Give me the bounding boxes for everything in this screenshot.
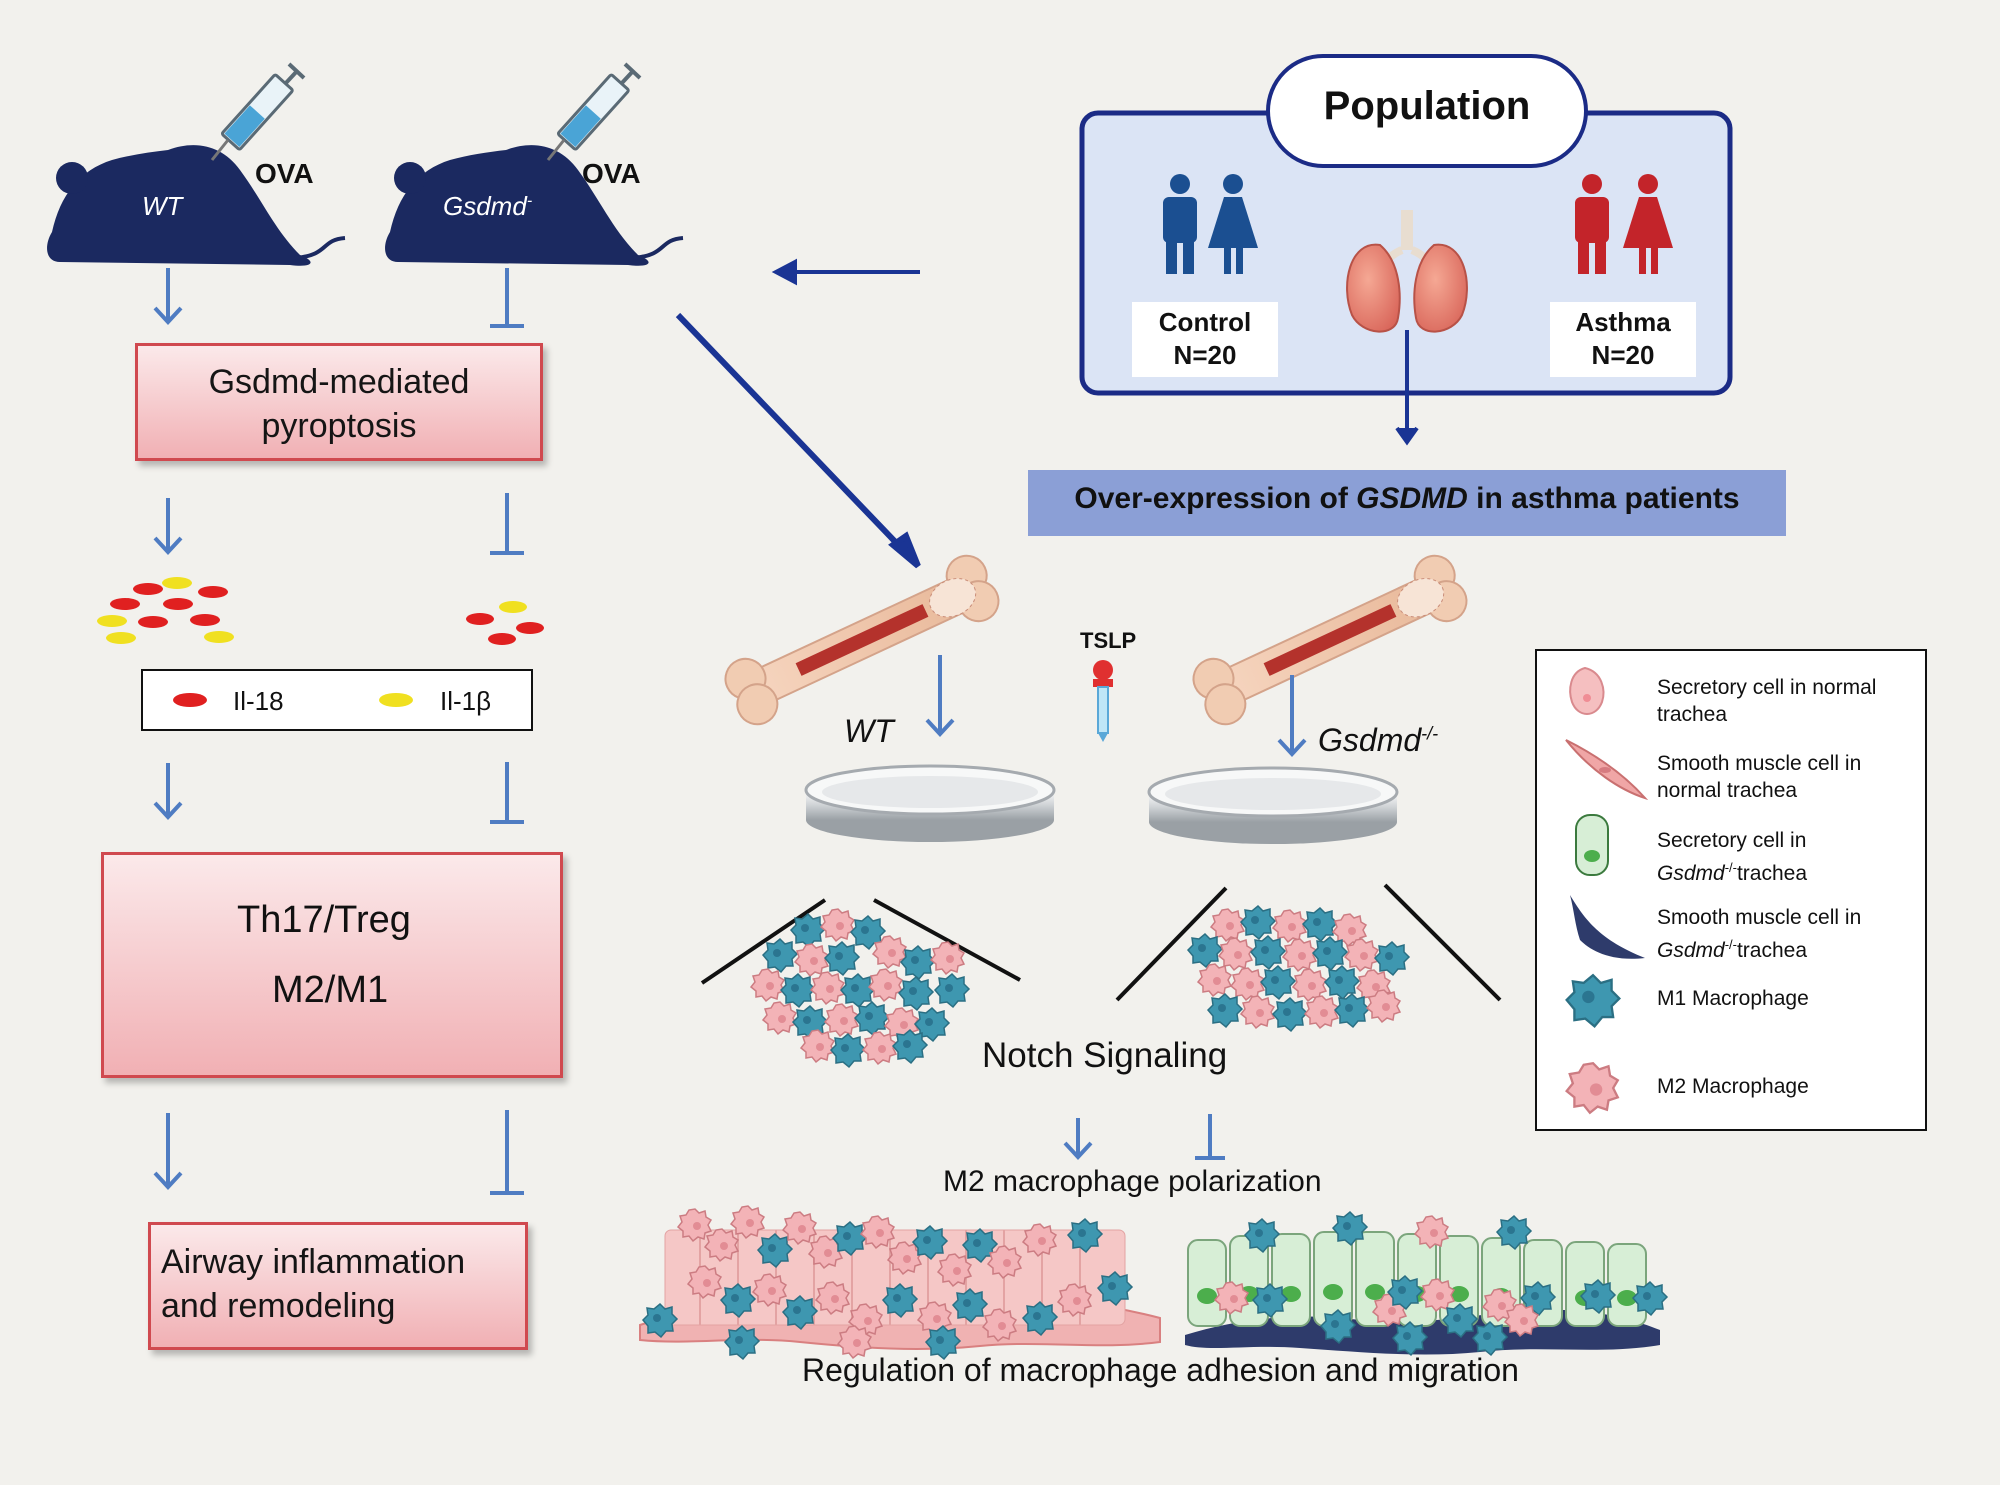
ova-right-label: OVA [582,158,641,189]
ratio-box: Th17/Treg M2/M1 [101,852,563,1078]
legend-item-secretory-ko-l1: Secretory cell in [1657,829,1807,852]
legend-secretory-normal-icon [1569,666,1605,715]
result-bar [1028,470,1786,536]
result-pre: Over-expression of [1074,482,1357,515]
bone-to-dish-arrows [925,655,1307,757]
ko-inhibition-bars [490,268,524,1195]
macrophage-cluster-ko [1187,905,1410,1032]
trachea-ko [1185,1211,1668,1356]
il1b-label: Il-1β [440,686,492,716]
mouse-ko-icon [385,145,684,266]
airway-line1: Airway inflammation [161,1243,466,1281]
result-post: in asthma patients [1467,482,1740,515]
control-n: N=20 [1173,340,1237,370]
legend-item-secretory-ko-gene: Gsdmd [1657,862,1725,885]
asthma-n: N=20 [1591,340,1655,370]
legend-item-smooth-ko-sup: -/- [1724,937,1737,952]
airway-line2: and remodeling [161,1287,396,1325]
polarization-label: M2 macrophage polarization [943,1165,1322,1198]
legend-item-m1: M1 Macrophage [1657,985,1809,1012]
syringe-right-icon [546,62,642,161]
bone-wt-icon [724,554,1000,726]
cytokine-legend-box [141,669,533,731]
mice-to-culture-arrow [675,312,921,569]
th17-treg-label: Th17/Treg [237,899,411,941]
cytokine-dots-ko [466,601,544,645]
legend-item-smooth-ko: Smooth muscle cell in Gsdmd-/-trachea [1657,904,1861,964]
legend-secretory-ko-icon [1575,814,1609,876]
legend-item-smooth-normal-l1: Smooth muscle cell in [1657,752,1862,775]
legend-smooth-normal-icon [1565,739,1649,801]
legend-item-m1-l1: M1 Macrophage [1657,987,1809,1010]
population-to-mice-arrow [771,258,920,286]
cell-legend-box [1535,649,1927,1131]
control-people-icon [1163,174,1258,274]
legend-item-smooth-normal: Smooth muscle cell in normal trachea [1657,750,1861,804]
culture-ko-sup: -/- [1421,723,1439,744]
mouse-ko-label-text: Gsdmd [443,191,527,221]
culture-ko-label: Gsdmd-/- [1318,722,1438,759]
petri-dish-wt-icon [804,764,1056,842]
notch-signaling-label: Notch Signaling [982,1036,1228,1075]
asthma-name: Asthma [1575,307,1671,337]
legend-smooth-ko-icon [1570,895,1645,959]
pyroptosis-line2: pyroptosis [261,407,417,445]
legend-item-smooth-ko-rest: trachea [1736,939,1808,962]
result-gene: GSDMD [1356,482,1468,515]
legend-item-smooth-normal-l2: normal trachea [1657,779,1798,802]
mouse-ko-label-sup: - [526,192,533,210]
airway-box: Airway inflammation and remodeling [148,1222,528,1350]
pyroptosis-box: Gsdmd-mediated pyroptosis [135,343,543,461]
legend-item-secretory-ko-l2: Gsdmd-/-trachea [1657,854,1807,887]
result-text: Over-expression of GSDMD in asthma patie… [1028,482,1786,516]
population-down-arrow [1395,330,1419,446]
legend-item-m2: M2 Macrophage [1657,1073,1809,1100]
tslp-dropper-icon [1093,660,1113,742]
legend-item-secretory-normal-l1: Secretory cell in normal [1657,676,1877,699]
control-label-bg [1132,302,1278,377]
legend-item-secretory-ko-rest: trachea [1736,862,1808,885]
legend-item-secretory-normal: Secretory cell in normal trachea [1657,674,1876,728]
population-title: Population [1323,84,1531,128]
il18-label: Il-18 [233,686,284,716]
bone-ko-icon [1192,554,1468,726]
zoom-lines [700,883,1502,1002]
culture-ko-text: Gsdmd [1318,722,1422,758]
legend-item-m2-l1: M2 Macrophage [1657,1075,1809,1098]
legend-item-secretory-ko-sup: -/- [1724,860,1737,875]
legend-item-smooth-ko-gene: Gsdmd [1657,939,1725,962]
petri-dish-ko-icon [1147,766,1399,844]
mouse-wt-label: WT [142,191,183,221]
legend-item-smooth-ko-l2: Gsdmd-/-trachea [1657,931,1861,964]
lungs-icon [1346,210,1468,333]
legend-item-secretory-normal-l2: trachea [1657,703,1728,726]
regulation-label: Regulation of macrophage adhesion and mi… [802,1352,1519,1388]
legend-item-secretory-ko: Secretory cell in Gsdmd-/-trachea [1657,827,1807,887]
notch-arrows [1063,1114,1225,1160]
syringe-left-icon [210,62,306,161]
ova-left-label: OVA [255,158,314,189]
asthma-people-icon [1575,174,1673,274]
population-pill [1266,54,1588,168]
mouse-ko-label: Gsdmd- [443,191,532,222]
pyroptosis-line1: Gsdmd-mediated [208,363,470,401]
cytokine-dots-wt [97,577,234,644]
trachea-wt [639,1205,1161,1360]
mouse-wt-icon [47,145,346,266]
m2-m1-label: M2/M1 [272,969,389,1011]
asthma-label-bg [1550,302,1696,377]
wt-flow-arrows [153,268,183,1190]
control-name: Control [1158,307,1252,337]
asthma-label: Asthma N=20 [1550,306,1696,372]
culture-wt-label: WT [844,713,894,749]
tslp-label: TSLP [1080,628,1137,653]
control-label: Control N=20 [1132,306,1278,372]
legend-item-smooth-ko-l1: Smooth muscle cell in [1657,906,1862,929]
